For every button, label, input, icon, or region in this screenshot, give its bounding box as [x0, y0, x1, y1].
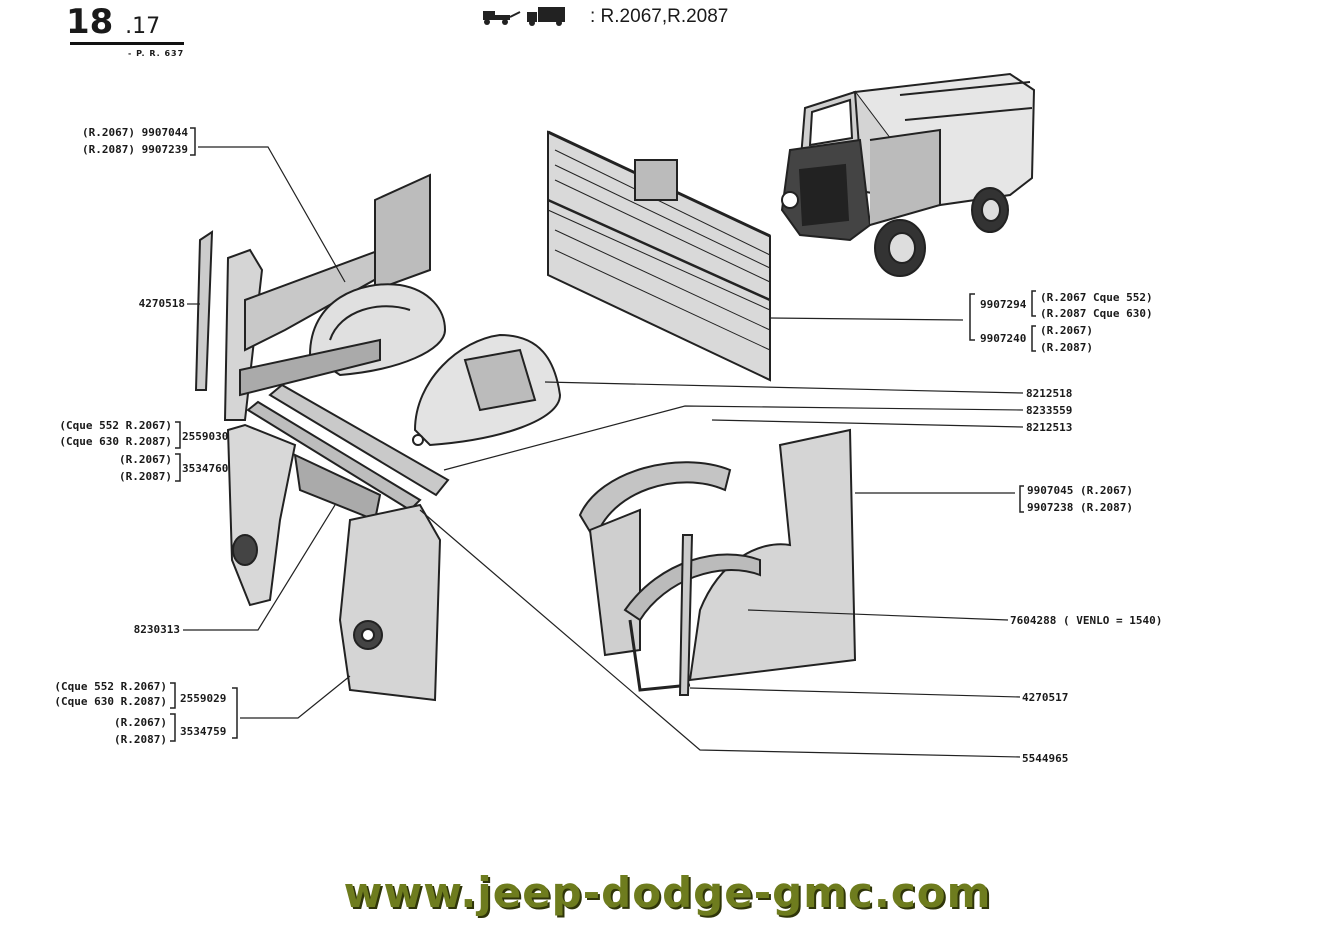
label-9907044: (R.2067) 9907044 — [82, 126, 188, 139]
label-8212513: 8212513 — [1026, 421, 1073, 434]
leader-lines — [183, 146, 1024, 758]
label-2559030: 2559030 — [182, 430, 229, 443]
page-ref: - P. R. 637 — [128, 49, 185, 58]
label-r2087-cque-630: (R.2087 Cque 630) — [1040, 307, 1153, 320]
lower-left-panels — [226, 423, 442, 702]
page-number-sub: .17 — [125, 14, 161, 39]
label-2559029: 2559029 — [180, 692, 227, 705]
label-r2087-b: (R.2087) — [114, 733, 167, 746]
truck-illustration — [780, 72, 1036, 277]
label-r2067-a: (R.2067) — [119, 453, 172, 466]
label-r2067-c: (R.2067) — [1040, 324, 1093, 337]
left-seat-assembly — [194, 173, 447, 421]
label-r2067-cque-552: (R.2067 Cque 552) — [1040, 291, 1153, 304]
right-side-panel — [578, 428, 857, 696]
label-3534759: 3534759 — [180, 725, 227, 738]
label-cque-552-b: (Cque 552 R.2067) — [54, 680, 167, 693]
crossbar-part — [246, 383, 450, 512]
label-cque-630-b: (Cque 630 R.2087) — [54, 695, 167, 708]
cargo-truck-icon — [527, 7, 565, 26]
label-9907045: 9907045 (R.2067) — [1027, 484, 1133, 497]
label-7604288: 7604288 ( VENLO = 1540) — [1010, 614, 1163, 627]
label-4270517: 4270517 — [1022, 691, 1069, 704]
page-rule — [70, 42, 184, 45]
label-r2087-c: (R.2087) — [1040, 341, 1093, 354]
page-number: 18 .17 — [66, 2, 160, 47]
label-r2067-b: (R.2067) — [114, 716, 167, 729]
label-5544965: 5544965 — [1022, 752, 1069, 765]
label-9907294: 9907294 — [980, 298, 1027, 311]
label-9907240: 9907240 — [980, 332, 1027, 345]
label-8230313: 8230313 — [133, 623, 180, 636]
label-9907238: 9907238 (R.2087) — [1027, 501, 1133, 514]
label-brackets — [170, 127, 1036, 742]
label-9907239: (R.2087) 9907239 — [82, 143, 188, 156]
label-8212518: 8212518 — [1026, 387, 1073, 400]
label-cque-552-a: (Cque 552 R.2067) — [59, 419, 172, 432]
label-cque-630-a: (Cque 630 R.2087) — [59, 435, 172, 448]
label-r2087-a: (R.2087) — [119, 470, 172, 483]
tow-truck-icon — [483, 11, 521, 25]
wheel-arch-part — [412, 333, 562, 447]
label-8233559: 8233559 — [1026, 404, 1073, 417]
website-watermark: www.jeep-dodge-gmc.com — [343, 868, 992, 917]
rear-board-panel — [547, 130, 771, 382]
page-number-main: 18 — [66, 2, 114, 42]
label-4270518: 4270518 — [138, 297, 185, 310]
label-3534760: 3534760 — [182, 462, 229, 475]
header-models: : R.2067,R.2087 — [590, 6, 729, 27]
